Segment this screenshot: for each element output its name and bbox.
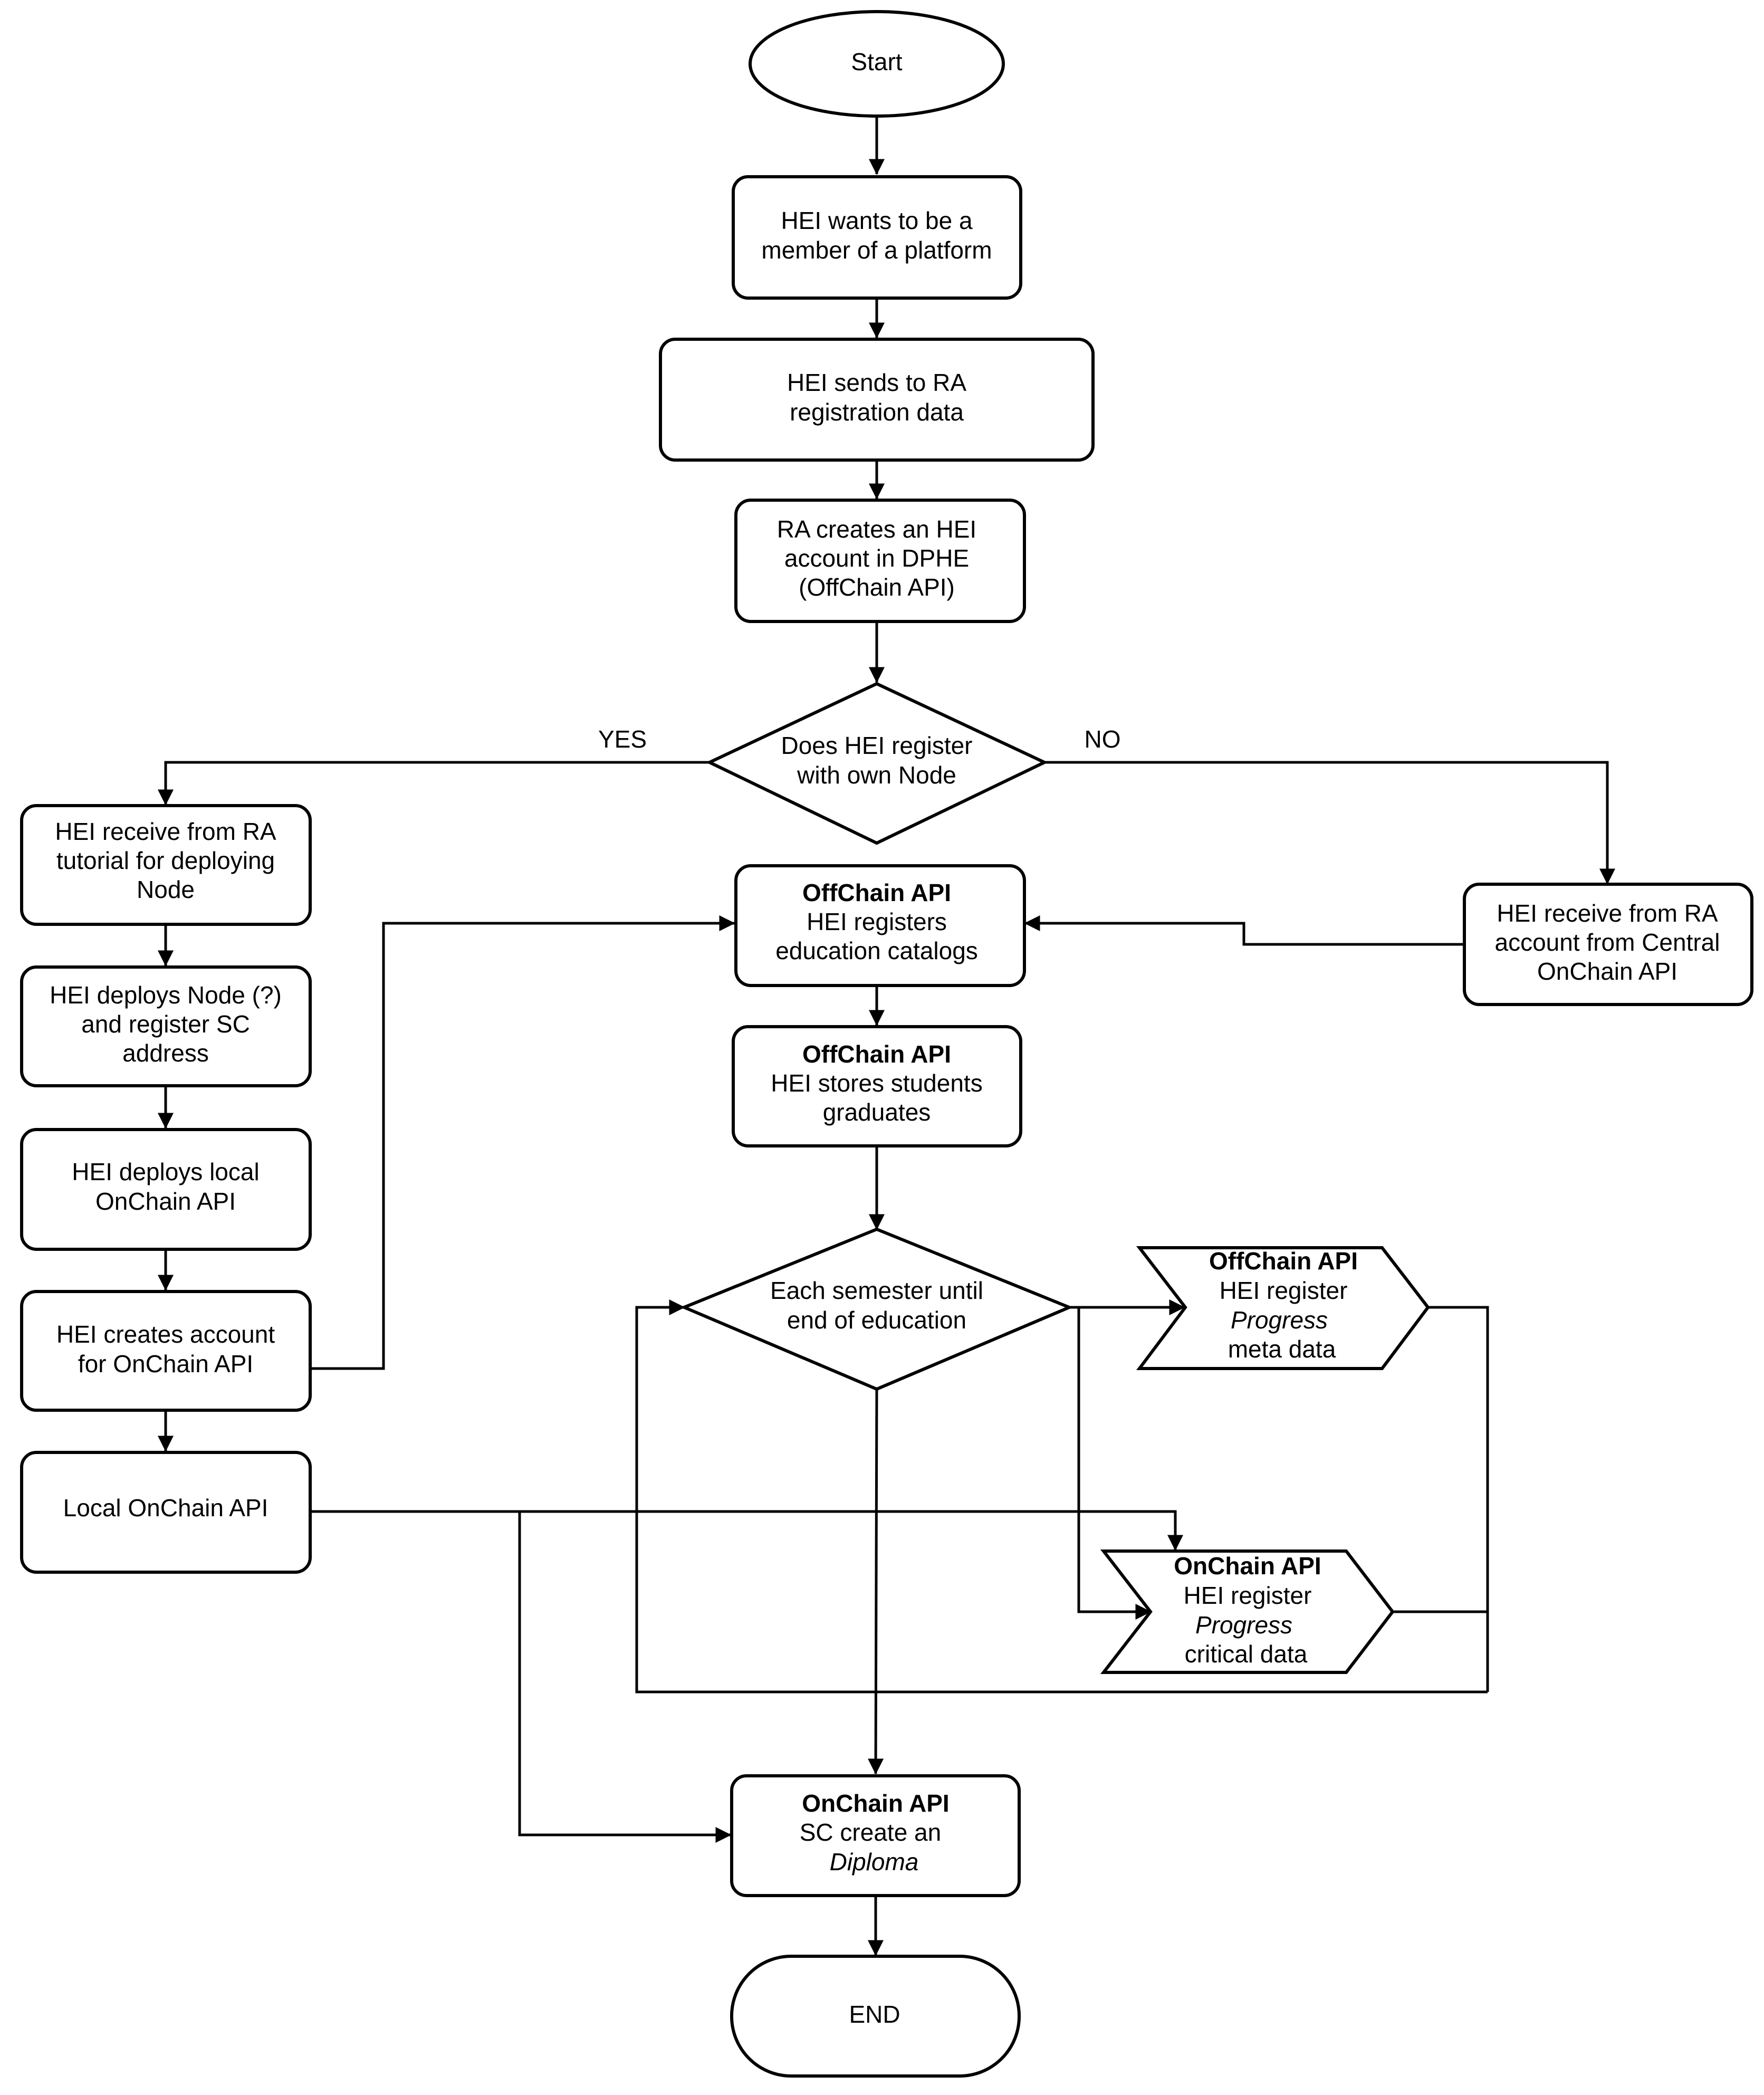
edge-decision-no <box>1044 761 1615 885</box>
decision-own-node-line2: with own Node <box>797 761 956 789</box>
stores-students-title: OffChain API <box>802 1040 951 1068</box>
receive-tutorial-line3: Node <box>137 876 195 903</box>
ra-creates-line3: (OffChain API) <box>799 573 955 601</box>
progress-critical-line1: HEI register <box>1184 1582 1312 1609</box>
edge-localonchain-to-critical <box>310 1510 1183 1551</box>
receive-tutorial-node: HEI receive from RA tutorial for deployi… <box>20 804 312 926</box>
wants-member-node: HEI wants to be a member of a platform <box>732 175 1022 300</box>
decision-own-node: Does HEI register with own Node <box>706 682 1048 845</box>
creates-account-line1: HEI creates account <box>56 1321 275 1348</box>
ra-creates-node: RA creates an HEI account in DPHE (OffCh… <box>734 499 1026 623</box>
wants-member-line2: member of a platform <box>761 236 992 264</box>
receive-central-line1: HEI receive from RA <box>1497 900 1718 927</box>
deploys-local-line1: HEI deploys local <box>72 1158 259 1185</box>
progress-meta-line3: meta data <box>1228 1335 1336 1363</box>
diploma-line2: Diploma <box>830 1848 919 1876</box>
progress-critical-line2: Progress <box>1195 1611 1292 1639</box>
local-onchain-node: Local OnChain API <box>20 1451 312 1574</box>
start-node: Start <box>749 10 1005 118</box>
deploys-node-node: HEI deploys Node (?) and register SC add… <box>20 965 312 1087</box>
decision-own-node-line1: Does HEI register <box>781 732 972 759</box>
end-label: END <box>849 2001 900 2028</box>
start-label: Start <box>851 48 902 75</box>
no-label: NO <box>1085 725 1121 753</box>
progress-critical-title: OnChain API <box>1174 1552 1321 1580</box>
sends-ra-node: HEI sends to RA registration data <box>659 338 1095 462</box>
deploys-node-line1: HEI deploys Node (?) <box>50 981 282 1009</box>
sends-ra-line2: registration data <box>790 398 964 426</box>
edge-semester-to-diploma <box>868 1389 884 1775</box>
progress-meta-title: OffChain API <box>1209 1247 1358 1275</box>
ra-creates-line1: RA creates an HEI <box>777 515 976 543</box>
receive-central-line2: account from Central <box>1495 929 1720 956</box>
registers-catalogs-title: OffChain API <box>802 879 951 906</box>
creates-account-line2: for OnChain API <box>78 1350 253 1377</box>
decision-semester-line2: end of education <box>787 1306 966 1334</box>
progress-critical-node: OnChain API HEI register Progress critic… <box>1100 1549 1395 1674</box>
receive-central-node: HEI receive from RA account from Central… <box>1463 883 1753 1006</box>
edge-localonchain-to-diploma <box>518 1512 732 1843</box>
end-node: END <box>730 1955 1021 2078</box>
creates-account-node: HEI creates account for OnChain API <box>20 1290 312 1412</box>
connectors <box>158 116 1615 1956</box>
diploma-line1: SC create an <box>800 1819 941 1846</box>
decision-semester-line1: Each semester until <box>770 1277 983 1304</box>
receive-tutorial-line1: HEI receive from RA <box>55 818 276 845</box>
registers-catalogs-line2: education catalogs <box>775 937 978 964</box>
wants-member-line1: HEI wants to be a <box>781 207 972 234</box>
progress-meta-node: OffChain API HEI register Progress meta … <box>1136 1246 1430 1370</box>
yes-label: YES <box>598 725 647 753</box>
edge-decision-yes <box>158 761 710 806</box>
progress-critical-line3: critical data <box>1185 1640 1308 1668</box>
stores-students-line1: HEI stores students <box>771 1069 982 1097</box>
stores-students-node: OffChain API HEI stores students graduat… <box>732 1025 1022 1147</box>
diploma-node: OnChain API SC create an Diploma <box>730 1774 1021 1897</box>
progress-meta-line2: Progress <box>1231 1306 1328 1334</box>
receive-tutorial-line2: tutorial for deploying <box>56 847 275 874</box>
edge-createaccount-to-catalogs <box>310 915 735 1370</box>
edge-central-to-catalogs <box>1024 915 1463 946</box>
local-onchain-label: Local OnChain API <box>63 1494 269 1522</box>
sends-ra-line1: HEI sends to RA <box>787 369 966 396</box>
ra-creates-line2: account in DPHE <box>784 544 969 572</box>
progress-meta-line1: HEI register <box>1220 1277 1348 1304</box>
decision-semester: Each semester until end of education <box>680 1227 1073 1391</box>
deploys-node-line2: and register SC <box>81 1010 250 1038</box>
receive-central-line3: OnChain API <box>1537 958 1677 985</box>
deploys-local-node: HEI deploys local OnChain API <box>20 1128 312 1251</box>
deploys-local-line2: OnChain API <box>95 1188 236 1215</box>
deploys-node-line3: address <box>122 1039 209 1067</box>
edge-semester-to-critical <box>1077 1307 1152 1620</box>
edge-meta-loop <box>1428 1306 1489 1692</box>
edge-loop-back <box>635 1299 1488 1694</box>
registers-catalogs-node: OffChain API HEI registers education cat… <box>734 864 1026 987</box>
diploma-title: OnChain API <box>802 1790 949 1817</box>
registers-catalogs-line1: HEI registers <box>807 908 947 935</box>
stores-students-line2: graduates <box>823 1098 931 1126</box>
